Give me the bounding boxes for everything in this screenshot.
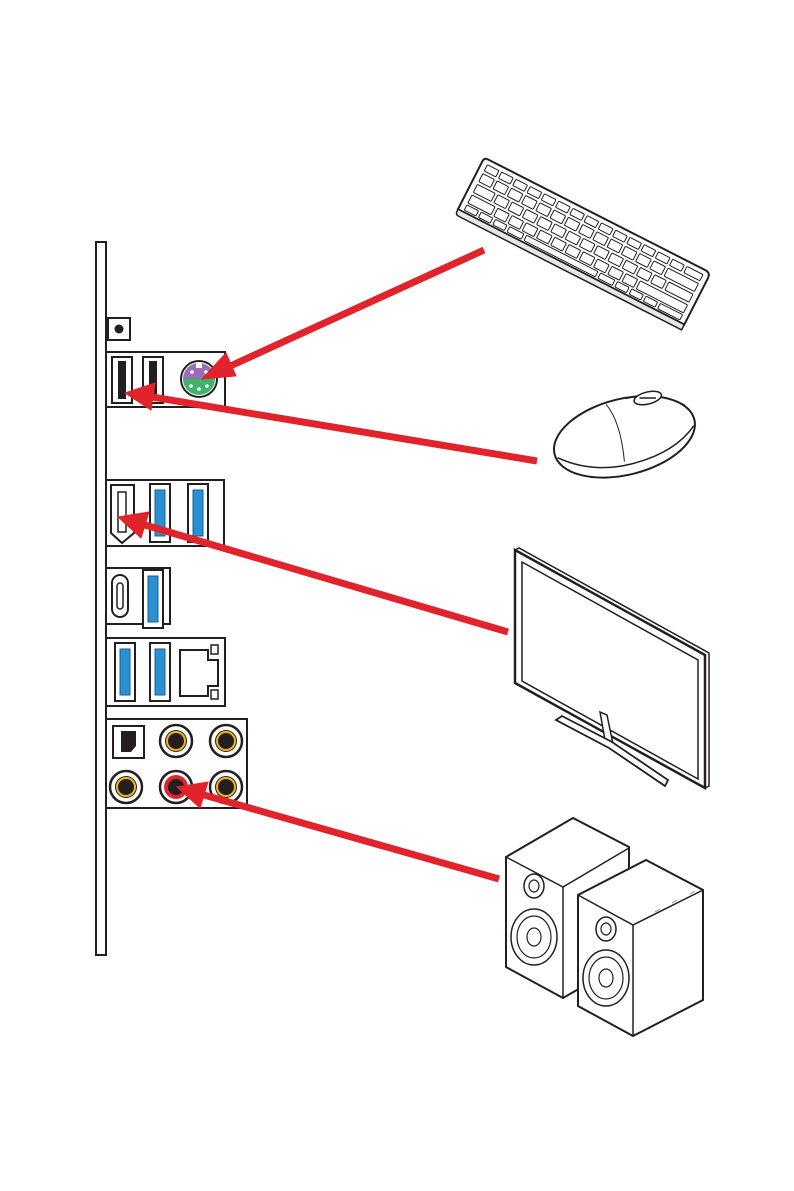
lan-port [180,645,218,699]
arrow-mouse-to-usb [125,383,537,461]
arrow-monitor-to-hdmi [118,512,508,632]
audio-jack [210,725,242,757]
ps2-port [181,361,217,397]
port-group-usbc-usb [106,568,170,628]
keyboard-icon [455,158,710,330]
usb-port [150,643,170,701]
mouse-icon [545,383,703,492]
usb-c-port [112,575,128,617]
speakers-icon [506,818,703,1036]
clear-cmos-button [108,318,130,340]
audio-jack [110,771,142,803]
arrow-keyboard-to-ps2 [202,250,484,379]
audio-jack [160,725,192,757]
usb-port [115,643,135,701]
io-shield-icon [96,242,106,955]
hdmi-port [111,485,134,543]
optical-spdif-port [113,726,144,758]
port-group-hdmi-usb [106,480,224,546]
port-group-usb-lan [106,638,225,706]
monitor-icon [515,548,709,788]
usb-port [188,484,208,542]
usb-port [143,570,163,628]
port-group-audio [106,719,247,808]
